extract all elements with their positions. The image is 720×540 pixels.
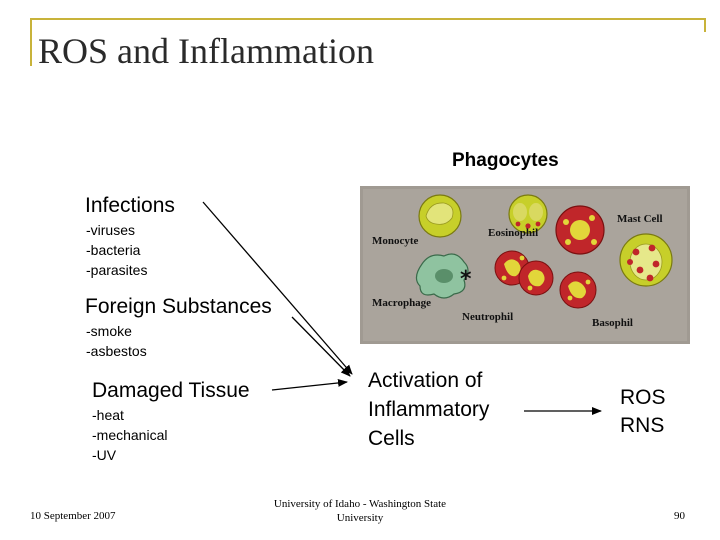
arrow-infections xyxy=(202,201,353,375)
product-ros: ROS xyxy=(620,386,666,409)
infections-heading: Infections xyxy=(85,194,175,217)
damaged-item-mechanical: -mechanical xyxy=(92,427,168,443)
arrow-damaged-tissue xyxy=(271,378,348,391)
label-mast-cell: Mast Cell xyxy=(617,213,663,225)
product-rns: RNS xyxy=(620,414,665,437)
infections-item-bacteria: -bacteria xyxy=(86,242,141,258)
phagocytes-title: Phagocytes xyxy=(452,150,559,171)
foreign-item-smoke: -smoke xyxy=(86,323,132,339)
slide-title: ROS and Inflammation xyxy=(38,31,374,71)
foreign-substances-heading: Foreign Substances xyxy=(85,295,272,318)
neutrophil-cell-2 xyxy=(518,260,554,296)
page-number: 90 xyxy=(674,510,685,522)
damaged-tissue-heading: Damaged Tissue xyxy=(92,379,250,402)
monocyte-cell xyxy=(418,194,462,238)
activation-line-1: Activation of xyxy=(368,369,483,392)
products-text: ROS RNS xyxy=(620,384,666,440)
infections-list: -viruses -bacteria -parasites xyxy=(86,220,147,280)
eosinophil-cell xyxy=(508,194,548,234)
footer-institution-line-2: University xyxy=(336,512,384,524)
activation-text: Activation of Inflammatory Cells xyxy=(368,366,489,453)
title-frame-top xyxy=(30,18,706,20)
infections-item-viruses: -viruses xyxy=(86,222,136,238)
damaged-item-heat: -heat xyxy=(92,407,124,423)
neutrophil-cell-3 xyxy=(559,271,597,309)
label-macrophage: Macrophage xyxy=(372,297,431,309)
label-eosinophil: Eosinophil xyxy=(488,227,538,239)
asterisk-marker: * xyxy=(460,267,472,292)
foreign-item-asbestos: -asbestos xyxy=(86,343,147,359)
basophil-cell xyxy=(619,233,673,287)
activation-line-3: Cells xyxy=(368,427,415,450)
arrow-foreign-substances xyxy=(291,316,351,377)
damaged-tissue-list: -heat -mechanical -UV xyxy=(92,405,167,465)
title-frame-left xyxy=(30,18,32,66)
phagocytes-illustration: * Monocyte Eosinophil Mast Cell Macropha… xyxy=(360,186,690,344)
title-frame-right xyxy=(704,18,706,32)
label-basophil: Basophil xyxy=(592,317,633,329)
footer-date: 10 September 2007 xyxy=(30,510,116,522)
footer-institution: University of Idaho - Washington State U… xyxy=(250,497,470,525)
label-monocyte: Monocyte xyxy=(372,235,419,247)
foreign-substances-list: -smoke -asbestos xyxy=(86,321,147,361)
damaged-item-uv: -UV xyxy=(92,447,117,463)
footer-institution-line-1: University of Idaho - Washington State xyxy=(273,498,447,510)
infections-item-parasites: -parasites xyxy=(86,262,148,278)
mast-cell xyxy=(555,205,605,255)
macrophage-cell xyxy=(415,253,469,299)
activation-line-2: Inflammatory xyxy=(368,398,490,421)
label-neutrophil: Neutrophil xyxy=(462,311,513,323)
